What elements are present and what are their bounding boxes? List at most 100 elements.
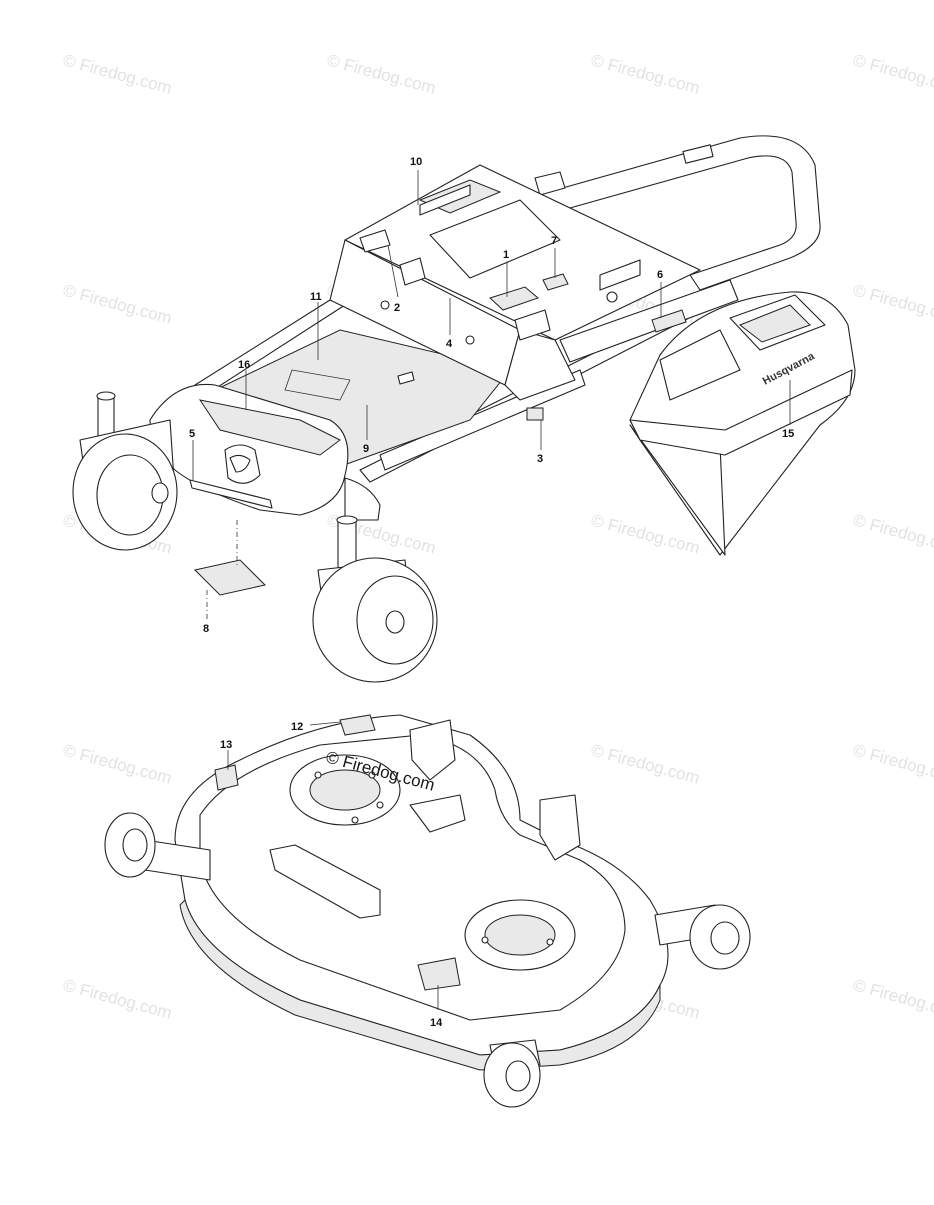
deck-raised-panel bbox=[429, 199, 561, 279]
watermark: © Firedog.com bbox=[851, 741, 934, 788]
floor-label-outline bbox=[284, 369, 351, 401]
watermark: © Firedog.com bbox=[325, 51, 438, 98]
callout-14: 14 bbox=[430, 1017, 443, 1029]
handle-grip bbox=[682, 144, 714, 164]
label-3-decal bbox=[526, 407, 544, 421]
engine-cover-vent-left bbox=[659, 329, 741, 401]
label-13-decal bbox=[214, 764, 239, 791]
callout-10: 10 bbox=[410, 156, 422, 168]
watermark: © Firedog.com bbox=[61, 976, 174, 1023]
callout-9: 9 bbox=[363, 443, 369, 455]
chassis-assembly: Husqvarna bbox=[72, 135, 856, 683]
front-right-wheel-tire bbox=[312, 557, 438, 683]
wheel-hub bbox=[505, 1060, 531, 1092]
watermark: © Firedog.com bbox=[61, 51, 174, 98]
label-14-decal bbox=[417, 957, 461, 991]
front-left-wheel-tire bbox=[72, 433, 178, 551]
callout-labels: 1 2 3 4 5 6 7 8 9 10 11 12 13 14 15 16 bbox=[189, 156, 794, 1029]
deck-bracket-right bbox=[514, 309, 551, 341]
caster-mount bbox=[344, 477, 381, 521]
deck-wheel-front bbox=[483, 1039, 541, 1108]
frame-right-long-member bbox=[559, 279, 739, 363]
front-bumper-top bbox=[198, 399, 341, 456]
callout-2: 2 bbox=[394, 302, 400, 314]
wheel-tire bbox=[483, 1042, 541, 1108]
label-1-decal bbox=[489, 286, 539, 311]
wheel-hub bbox=[710, 921, 740, 955]
deck-hole bbox=[465, 335, 475, 345]
front-logo-badge bbox=[224, 444, 261, 484]
husqvarna-logo-mark bbox=[229, 454, 251, 473]
front-left-wheel-hub bbox=[151, 482, 169, 504]
left-spindle-hub bbox=[309, 769, 381, 811]
watermark: © Firedog.com bbox=[61, 281, 174, 328]
front-left-caster bbox=[72, 391, 178, 551]
floor-clip bbox=[397, 371, 415, 385]
spindle-bolt bbox=[376, 801, 384, 809]
callout-15: 15 bbox=[782, 428, 794, 440]
callout-5: 5 bbox=[189, 428, 195, 440]
engine-cover-vent-inner bbox=[739, 304, 811, 343]
watermark: © Firedog.com bbox=[851, 281, 934, 328]
rear-handle-frame bbox=[519, 135, 821, 291]
leader-2 bbox=[387, 244, 399, 298]
engine-cover: Husqvarna bbox=[629, 291, 856, 556]
deck-wheel-right bbox=[654, 904, 751, 970]
caster-post-cap bbox=[336, 515, 358, 525]
spindle-bolt bbox=[314, 771, 322, 779]
deck-center-clip bbox=[409, 794, 466, 833]
callout-12: 12 bbox=[291, 721, 303, 733]
watermark: © Firedog.com bbox=[851, 511, 934, 558]
front-right-wheel-rim bbox=[356, 575, 434, 665]
watermark: © Firedog.com bbox=[851, 976, 934, 1023]
spindle-bolt bbox=[546, 938, 554, 946]
engine-deck-side bbox=[504, 329, 576, 401]
callout-7: 7 bbox=[551, 235, 557, 247]
callout-16: 16 bbox=[238, 359, 250, 371]
engine-cover-lip bbox=[629, 369, 853, 456]
deck-mount-bracket-top bbox=[409, 719, 456, 781]
leader-12 bbox=[309, 721, 341, 726]
frame-crossbar bbox=[534, 171, 566, 196]
label-8-decal bbox=[194, 559, 266, 596]
spindle-bolt bbox=[368, 771, 376, 779]
label-7-decal bbox=[542, 273, 569, 291]
callout-4: 4 bbox=[446, 338, 453, 350]
callout-1: 1 bbox=[503, 249, 509, 261]
wheel-tire bbox=[104, 812, 156, 878]
deck-bracket-left bbox=[399, 257, 426, 286]
callout-3: 3 bbox=[537, 453, 543, 465]
watermark: © Firedog.com bbox=[851, 51, 934, 98]
callout-13: 13 bbox=[220, 739, 232, 751]
deck-upper-box bbox=[419, 184, 471, 216]
front-right-wheel-hub bbox=[385, 610, 405, 634]
spindle-bolt bbox=[481, 936, 489, 944]
deck-hole bbox=[606, 291, 618, 303]
cutting-deck-assembly bbox=[104, 714, 751, 1108]
callout-leaders bbox=[192, 170, 791, 1010]
bumper-slot bbox=[189, 479, 273, 509]
callout-8: 8 bbox=[203, 623, 209, 635]
deck-mount-right bbox=[599, 259, 641, 291]
deck-skirt bbox=[179, 899, 661, 1071]
front-right-caster bbox=[312, 477, 438, 683]
label-6-decal bbox=[651, 309, 687, 333]
wheel-tire bbox=[689, 904, 751, 970]
deck-hole bbox=[380, 300, 390, 310]
caster-post-cap bbox=[96, 391, 116, 401]
watermark: © Firedog.com bbox=[61, 741, 174, 788]
callout-6: 6 bbox=[657, 269, 663, 281]
deck-wheel-left bbox=[104, 812, 211, 881]
watermark: © Firedog.com bbox=[589, 51, 702, 98]
label-2-block bbox=[359, 229, 391, 253]
deck-hanger-bracket bbox=[269, 844, 381, 919]
label-12-decal bbox=[339, 714, 376, 736]
right-spindle-hub bbox=[484, 914, 556, 956]
spindle-bolt bbox=[351, 816, 359, 824]
deck-mount-bracket-right bbox=[539, 794, 581, 861]
watermark: © Firedog.com bbox=[589, 741, 702, 788]
wheel-hub bbox=[122, 828, 148, 862]
callout-11: 11 bbox=[310, 291, 322, 303]
